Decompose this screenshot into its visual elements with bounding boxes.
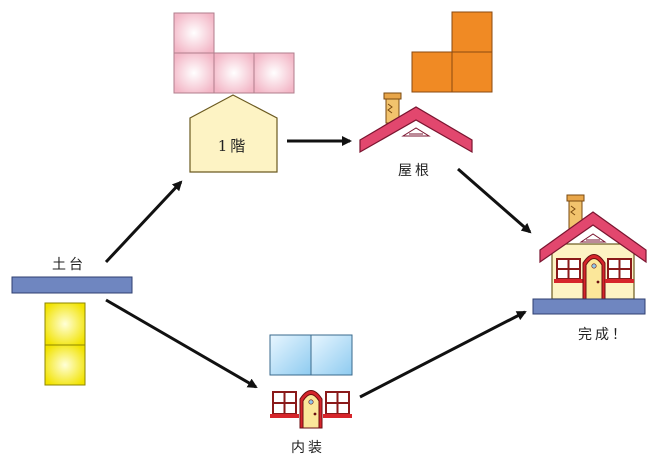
roof-icon [359, 92, 473, 154]
arrow-foundation-to-interior [105, 298, 258, 389]
first-floor-node [189, 94, 278, 173]
foundation-bar [11, 276, 133, 294]
interior-icon [270, 390, 352, 429]
complete-label: 完成！ [578, 327, 629, 343]
interior-label: 内装 [291, 440, 325, 456]
pink-block-icon [173, 12, 295, 94]
orange-block-icon [411, 11, 493, 93]
arrow-roof-to-complete [457, 167, 532, 234]
completed-house-icon [532, 194, 647, 315]
yellow-block-icon [44, 302, 86, 386]
window-blocks-icon [269, 334, 353, 376]
arrow-foundation-to-first-floor [104, 180, 183, 264]
arrow-interior-to-complete [359, 310, 527, 399]
first-floor-label: 1階 [218, 137, 249, 155]
roof-label: 屋根 [398, 163, 432, 179]
foundation-label: 土台 [52, 257, 86, 273]
